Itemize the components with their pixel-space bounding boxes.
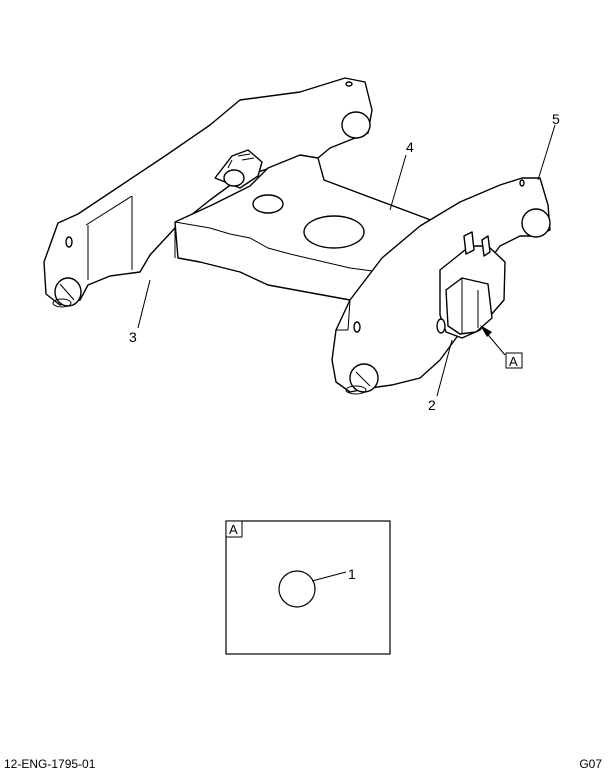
plug-circle <box>278 570 316 608</box>
center-cross-member <box>174 149 437 301</box>
leader-2 <box>436 339 453 397</box>
leader-5 <box>537 124 556 181</box>
callout-4: 4 <box>406 139 414 155</box>
left-side-rail <box>43 77 373 308</box>
callout-1: 1 <box>348 566 356 582</box>
leader-1 <box>311 571 347 582</box>
sensor-bracket <box>436 231 506 339</box>
sheet-code: G07 <box>579 757 602 771</box>
view-tag-box <box>505 352 523 369</box>
leader-4 <box>389 154 407 211</box>
view-tag-label: A <box>509 354 518 369</box>
detail-tag-box <box>225 520 243 538</box>
callout-3: 3 <box>129 329 137 345</box>
callout-5: 5 <box>552 111 560 127</box>
drawing-number: 12-ENG-1795-01 <box>4 757 96 771</box>
detail-view-a: A 1 <box>225 520 391 655</box>
arrowhead-view-a <box>480 325 492 337</box>
leader-3 <box>137 279 151 329</box>
callout-2: 2 <box>428 397 436 413</box>
detail-tag-label: A <box>229 522 238 537</box>
